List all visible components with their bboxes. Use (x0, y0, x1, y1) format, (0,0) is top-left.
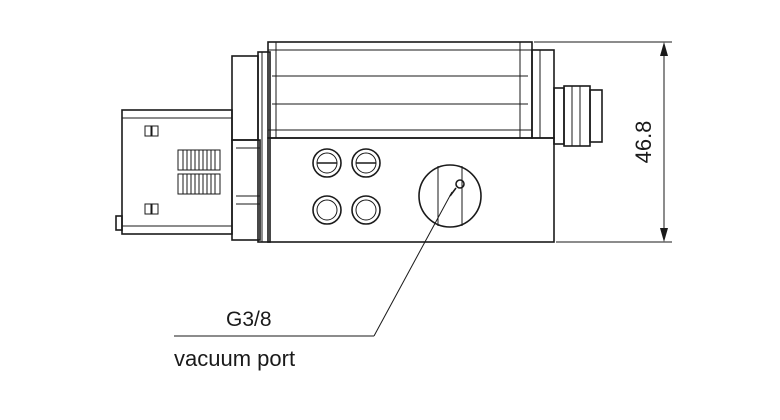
port-size-label: G3/8 (226, 308, 272, 331)
height-dimension-label: 46.8 (631, 121, 656, 164)
plug-icon (312, 195, 342, 225)
exhaust-fitting (553, 85, 603, 147)
screw-icon (351, 148, 381, 178)
solenoid-cylinder (267, 41, 555, 139)
coil-plate (231, 51, 271, 243)
port-leader (174, 191, 453, 337)
electrical-connector (115, 109, 233, 235)
valve-body (267, 137, 555, 243)
height-dimension: 46.8 (534, 41, 672, 243)
vacuum-port-label: vacuum port (174, 346, 295, 371)
connector-grip (177, 149, 221, 195)
plug-icon (351, 195, 381, 225)
screw-icon (312, 148, 342, 178)
